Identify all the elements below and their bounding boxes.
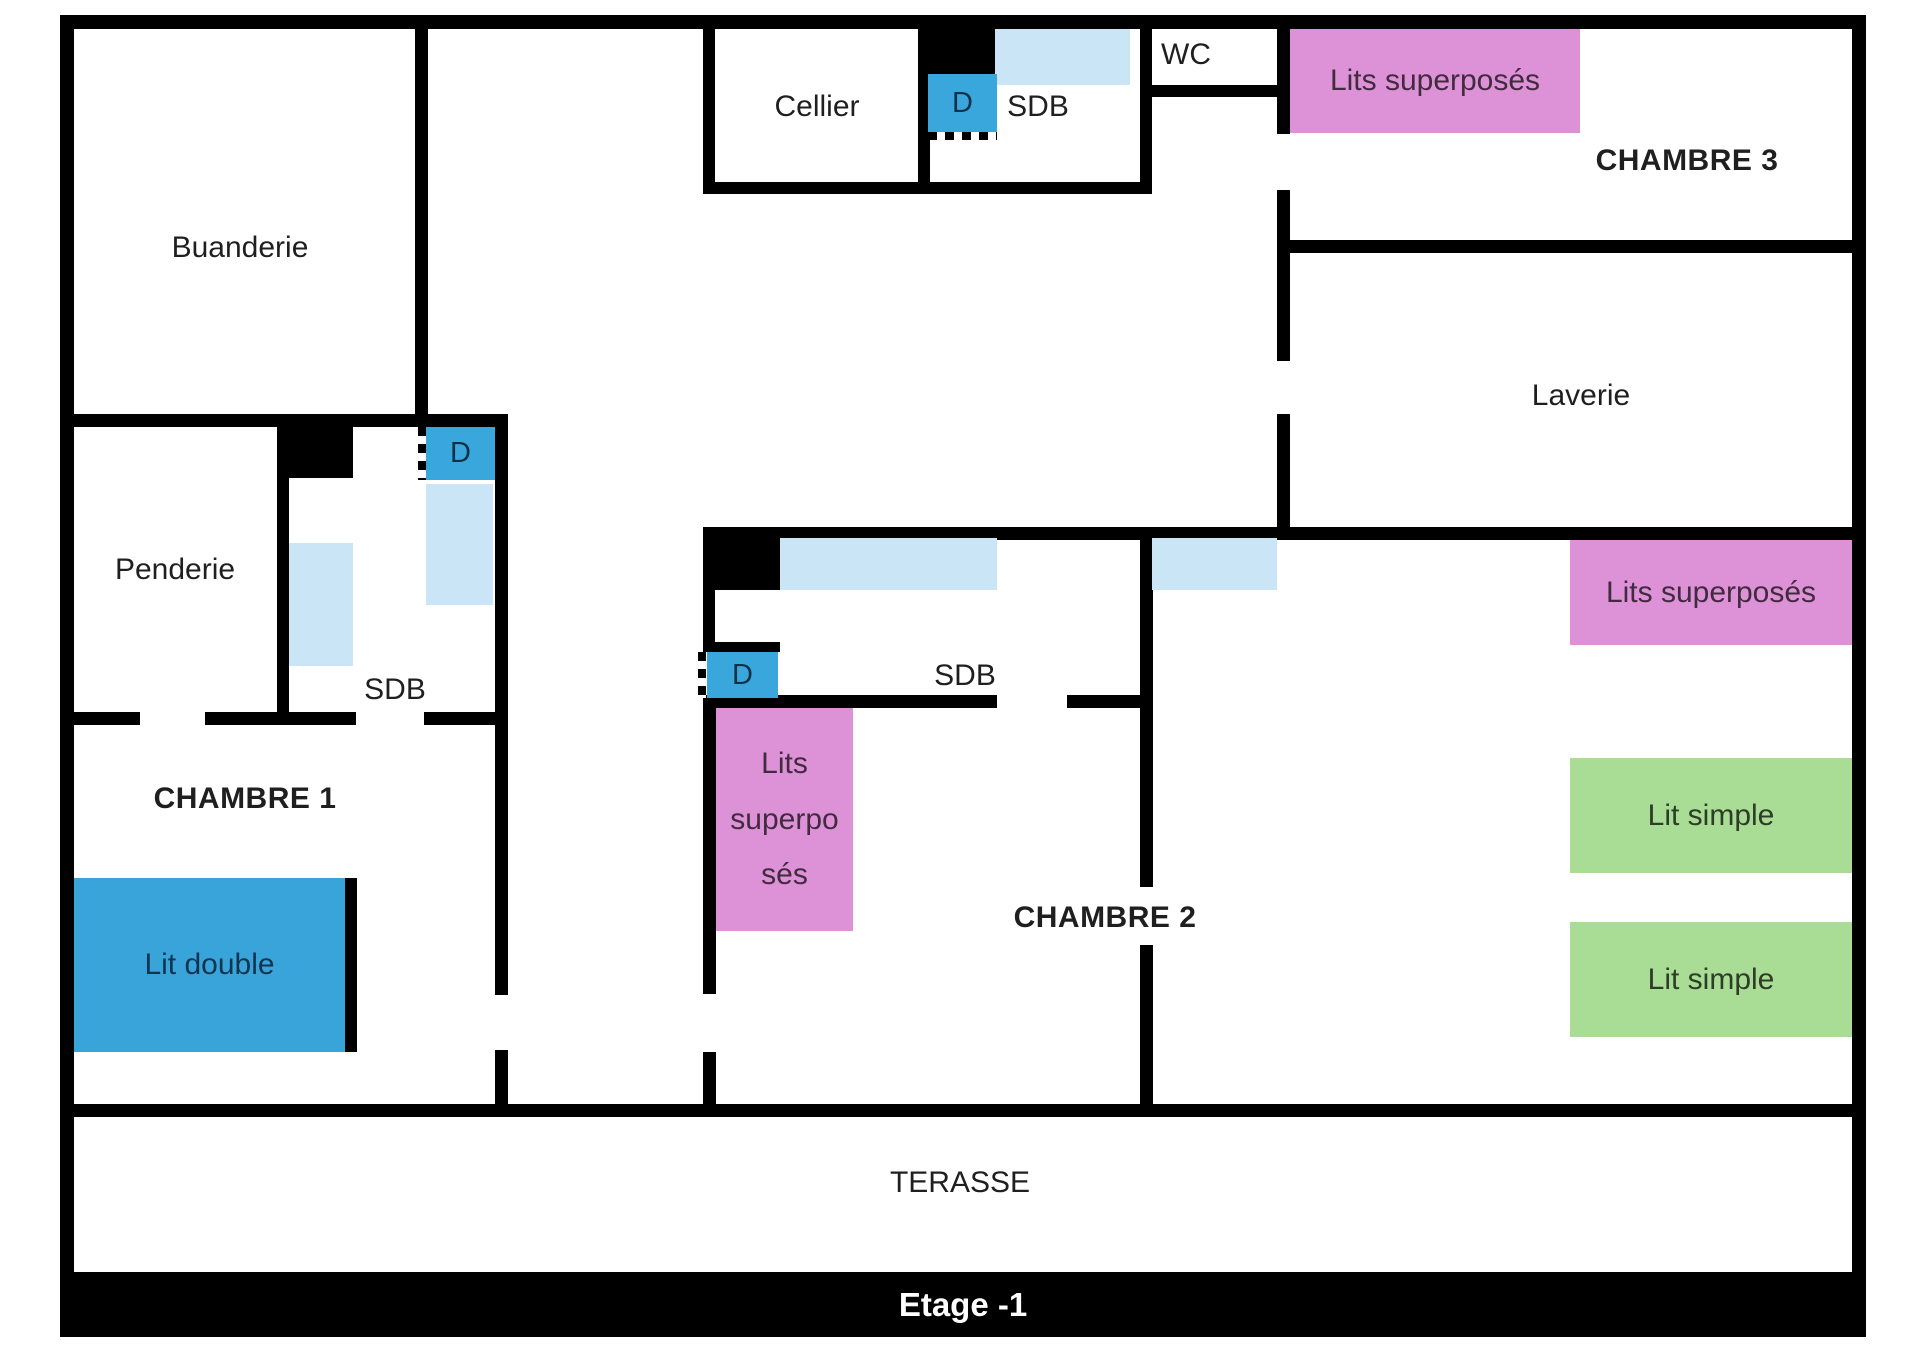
wall-block-left-sdb — [277, 427, 353, 478]
door-swing-central-sdb — [698, 652, 706, 698]
wall-outer-left — [60, 15, 74, 1272]
bed-label: Lit double — [144, 948, 275, 981]
window-strip-central-sdb-left — [780, 538, 997, 590]
wall-block-central-sdb — [703, 527, 780, 590]
wall-chambre2-left-a — [703, 708, 716, 994]
door-swing-top-sdb — [928, 132, 997, 140]
wall-chambre2-right-a — [1140, 527, 1153, 887]
bed-bunk-right: Lits superposés — [1570, 540, 1852, 645]
window-strip-top-sdb — [995, 29, 1130, 85]
wall-sdb-left-bottom-c — [424, 712, 508, 725]
shower-strip-penderie — [289, 543, 353, 666]
floor-title: Etage -1 — [898, 1285, 1028, 1323]
wall-sdb-central-left — [703, 590, 715, 652]
wall-chambre1-right-b — [495, 1050, 508, 1117]
floor-title-bar: Etage -1 — [60, 1272, 1866, 1337]
bed-lit-double: Lit double — [74, 878, 345, 1052]
wall-sdb-central-bottom-a — [703, 695, 997, 708]
bed-label: Lits superposés — [1329, 64, 1541, 97]
bed-label: Lits superposés — [730, 747, 839, 892]
room-label-penderie: Penderie — [114, 553, 236, 586]
wall-penderie-top — [60, 414, 508, 427]
room-label-wc: WC — [1161, 38, 1211, 71]
wall-chambre3-laverie — [1277, 240, 1866, 253]
door-marker-left-sdb: D — [426, 427, 495, 480]
door-label: D — [450, 437, 471, 469]
wall-sdb-left-bottom-a — [60, 712, 140, 725]
wall-outer-right — [1852, 15, 1866, 1272]
wall-sdb-central-bottom-b — [1067, 695, 1152, 708]
bed-bunk-chambre3: Lits superposés — [1290, 29, 1580, 133]
room-label-sdb-top: SDB — [1007, 90, 1069, 123]
wall-chambre3-left-b — [1277, 190, 1290, 361]
wall-cellier-left — [703, 15, 715, 194]
bed-label: Lits superposés — [1605, 575, 1817, 609]
room-label-cellier: Cellier — [774, 90, 860, 123]
door-marker-central-sdb: D — [707, 652, 778, 698]
room-label-chambre1: CHAMBRE 1 — [153, 782, 337, 815]
bed-headboard-bar — [345, 878, 357, 1052]
door-marker-top-sdb: D — [928, 74, 997, 132]
bed-bunk-chambre2: Lits superposés — [716, 708, 853, 931]
shower-strip-left-sdb — [426, 484, 493, 605]
wall-buanderie-right — [415, 15, 428, 427]
room-label-laverie: Laverie — [1531, 379, 1631, 412]
wall-outer-top — [60, 15, 1866, 29]
bed-single-lower: Lit simple — [1570, 922, 1852, 1037]
wall-laverie-left — [1277, 414, 1290, 540]
wall-chambre1-right-a — [495, 414, 508, 995]
wall-penderie-divider — [277, 478, 289, 725]
wall-cellier-right — [918, 15, 930, 194]
door-label: D — [952, 86, 973, 119]
wall-chambre2-right-b — [1140, 945, 1153, 1117]
wall-sdb-top-right — [1140, 15, 1152, 194]
room-label-sdb-left: SDB — [364, 673, 426, 706]
wall-door3-stub — [703, 642, 780, 652]
window-strip-central-sdb-right — [1152, 538, 1277, 590]
bed-label: Lit simple — [1647, 962, 1775, 996]
wall-block-top-sdb — [928, 25, 995, 74]
bed-label: Lit simple — [1647, 798, 1775, 832]
room-label-chambre3: CHAMBRE 3 — [1595, 144, 1779, 177]
wall-wc-bottom — [1152, 85, 1283, 97]
wall-terasse-top — [60, 1104, 1866, 1117]
bed-single-upper: Lit simple — [1570, 758, 1852, 873]
door-swing-left-sdb — [418, 427, 426, 480]
room-label-sdb-central: SDB — [934, 659, 996, 692]
room-label-buanderie: Buanderie — [171, 231, 309, 264]
room-label-terasse: TERASSE — [889, 1166, 1031, 1199]
wall-chambre2-left-b — [703, 1052, 716, 1117]
room-label-chambre2: CHAMBRE 2 — [1013, 901, 1197, 934]
wall-chambre3-left-a — [1277, 15, 1290, 134]
door-label: D — [732, 658, 753, 691]
